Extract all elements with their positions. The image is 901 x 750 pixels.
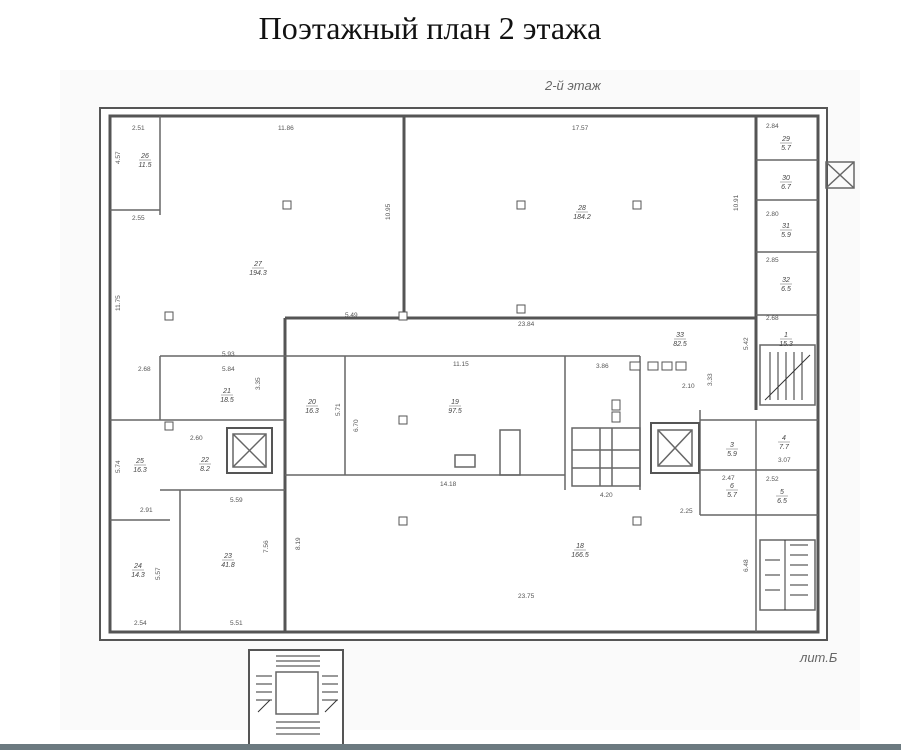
room-number: 25 <box>135 458 144 465</box>
dimension-label: 5.84 <box>222 366 235 373</box>
room-number: 6 <box>730 483 734 490</box>
dimension-label: 17.57 <box>572 125 589 132</box>
dimension-label: 2.25 <box>680 508 693 515</box>
room-number: 4 <box>782 435 786 442</box>
room-number: 27 <box>253 261 263 268</box>
lit-label: лит.Б <box>799 650 838 665</box>
dimension-label: 4.20 <box>600 492 613 499</box>
dimension-label: 5.57 <box>155 567 162 580</box>
room-area: 8.2 <box>200 466 210 473</box>
room-number: 22 <box>200 457 209 464</box>
bottom-strip <box>0 744 901 750</box>
room-area: 5.7 <box>781 145 792 152</box>
dimension-label: 5.71 <box>335 403 342 416</box>
room-number: 29 <box>781 136 790 143</box>
dimension-label: 7.56 <box>263 540 270 553</box>
room-number: 19 <box>451 399 459 406</box>
outer-walls <box>99 107 855 641</box>
dimension-label: 3.07 <box>778 457 791 464</box>
stairs-right-bottom <box>759 539 816 611</box>
room-number: 26 <box>140 153 149 160</box>
page-title: Поэтажный план 2 этажа <box>258 10 602 46</box>
room-number: 23 <box>223 553 232 560</box>
dimension-label: 2.91 <box>140 507 153 514</box>
room-area: 16.3 <box>133 467 147 474</box>
room-area: 16.3 <box>305 408 319 415</box>
dimension-label: 11.86 <box>278 125 294 132</box>
dimension-label: 11.15 <box>453 361 469 368</box>
dimension-label: 5.42 <box>743 337 750 350</box>
room-area: 6.5 <box>781 286 791 293</box>
dimension-label: 3.33 <box>707 373 714 386</box>
room-area: 7.7 <box>779 444 790 451</box>
sanitary-block <box>454 361 687 487</box>
dimension-label: 2.52 <box>766 476 779 483</box>
dimension-label: 3.35 <box>255 377 262 390</box>
room-area: 166.5 <box>571 552 589 559</box>
dimension-label: 2.47 <box>722 475 735 482</box>
room-area: 82.5 <box>673 341 687 348</box>
room-area: 41.8 <box>221 562 235 569</box>
room-area: 97.5 <box>448 408 462 415</box>
room-area: 5.9 <box>727 451 737 458</box>
dimension-label: 8.19 <box>295 537 302 550</box>
floor-label: 2-й этаж <box>544 78 602 93</box>
room-number: 20 <box>307 399 316 406</box>
dimension-label: 5.51 <box>230 620 243 627</box>
dimension-label: 10.91 <box>733 194 740 211</box>
dimension-label: 2.55 <box>132 215 145 222</box>
room-number: 30 <box>782 175 790 182</box>
dimension-label: 6.70 <box>353 419 360 432</box>
room-area: 6.5 <box>777 498 787 505</box>
dimension-label: 14.18 <box>440 481 457 488</box>
dimension-label: 2.10 <box>682 383 695 390</box>
dimension-label: 5.49 <box>345 312 358 319</box>
room-number: 18 <box>576 543 584 550</box>
room-area: 18.5 <box>220 397 234 404</box>
dimension-label: 2.80 <box>766 211 779 218</box>
room-number: 1 <box>784 332 788 339</box>
dimension-label: 6.48 <box>743 559 750 572</box>
room-area: 6.7 <box>781 184 792 191</box>
room-number: 33 <box>676 332 684 339</box>
room-number: 31 <box>782 223 790 230</box>
room-number: 24 <box>133 563 142 570</box>
dimension-label: 5.93 <box>222 351 235 358</box>
dimension-label: 2.68 <box>766 315 779 322</box>
dimension-label: 5.74 <box>115 460 122 473</box>
room-area: 5.9 <box>781 232 791 239</box>
dimension-label: 3.86 <box>596 363 609 370</box>
dimension-label: 2.68 <box>138 366 151 373</box>
room-number: 5 <box>780 489 784 496</box>
room-number: 32 <box>782 277 790 284</box>
dimension-label: 2.85 <box>766 257 779 264</box>
room-area: 5.7 <box>727 492 738 499</box>
dimension-label: 2.84 <box>766 123 779 130</box>
stairs-bottom-entrance <box>248 649 344 746</box>
dimension-label: 23.75 <box>518 593 535 600</box>
room-number: 28 <box>577 205 586 212</box>
room-area: 14.3 <box>131 572 145 579</box>
dimension-label: 2.60 <box>190 435 203 442</box>
room-area: 184.2 <box>573 214 591 221</box>
room-area: 11.5 <box>138 162 151 169</box>
elevator-shaft-right <box>650 422 700 474</box>
dimension-label: 4.57 <box>115 151 122 164</box>
room-number: 3 <box>730 442 734 449</box>
columns <box>164 200 642 526</box>
room-number: 21 <box>222 388 231 395</box>
dimension-label: 23.84 <box>518 321 535 328</box>
room-area: 194.3 <box>249 270 267 277</box>
elevator-shaft-left <box>226 427 273 474</box>
dimension-label: 5.59 <box>230 497 243 504</box>
dimension-label: 11.75 <box>115 295 122 311</box>
stairs-right-top <box>759 344 816 406</box>
dimension-label: 2.51 <box>132 125 145 132</box>
room-area: 15.3 <box>779 341 793 348</box>
dimension-label: 2.54 <box>134 620 147 627</box>
dimension-label: 10.95 <box>385 203 392 220</box>
